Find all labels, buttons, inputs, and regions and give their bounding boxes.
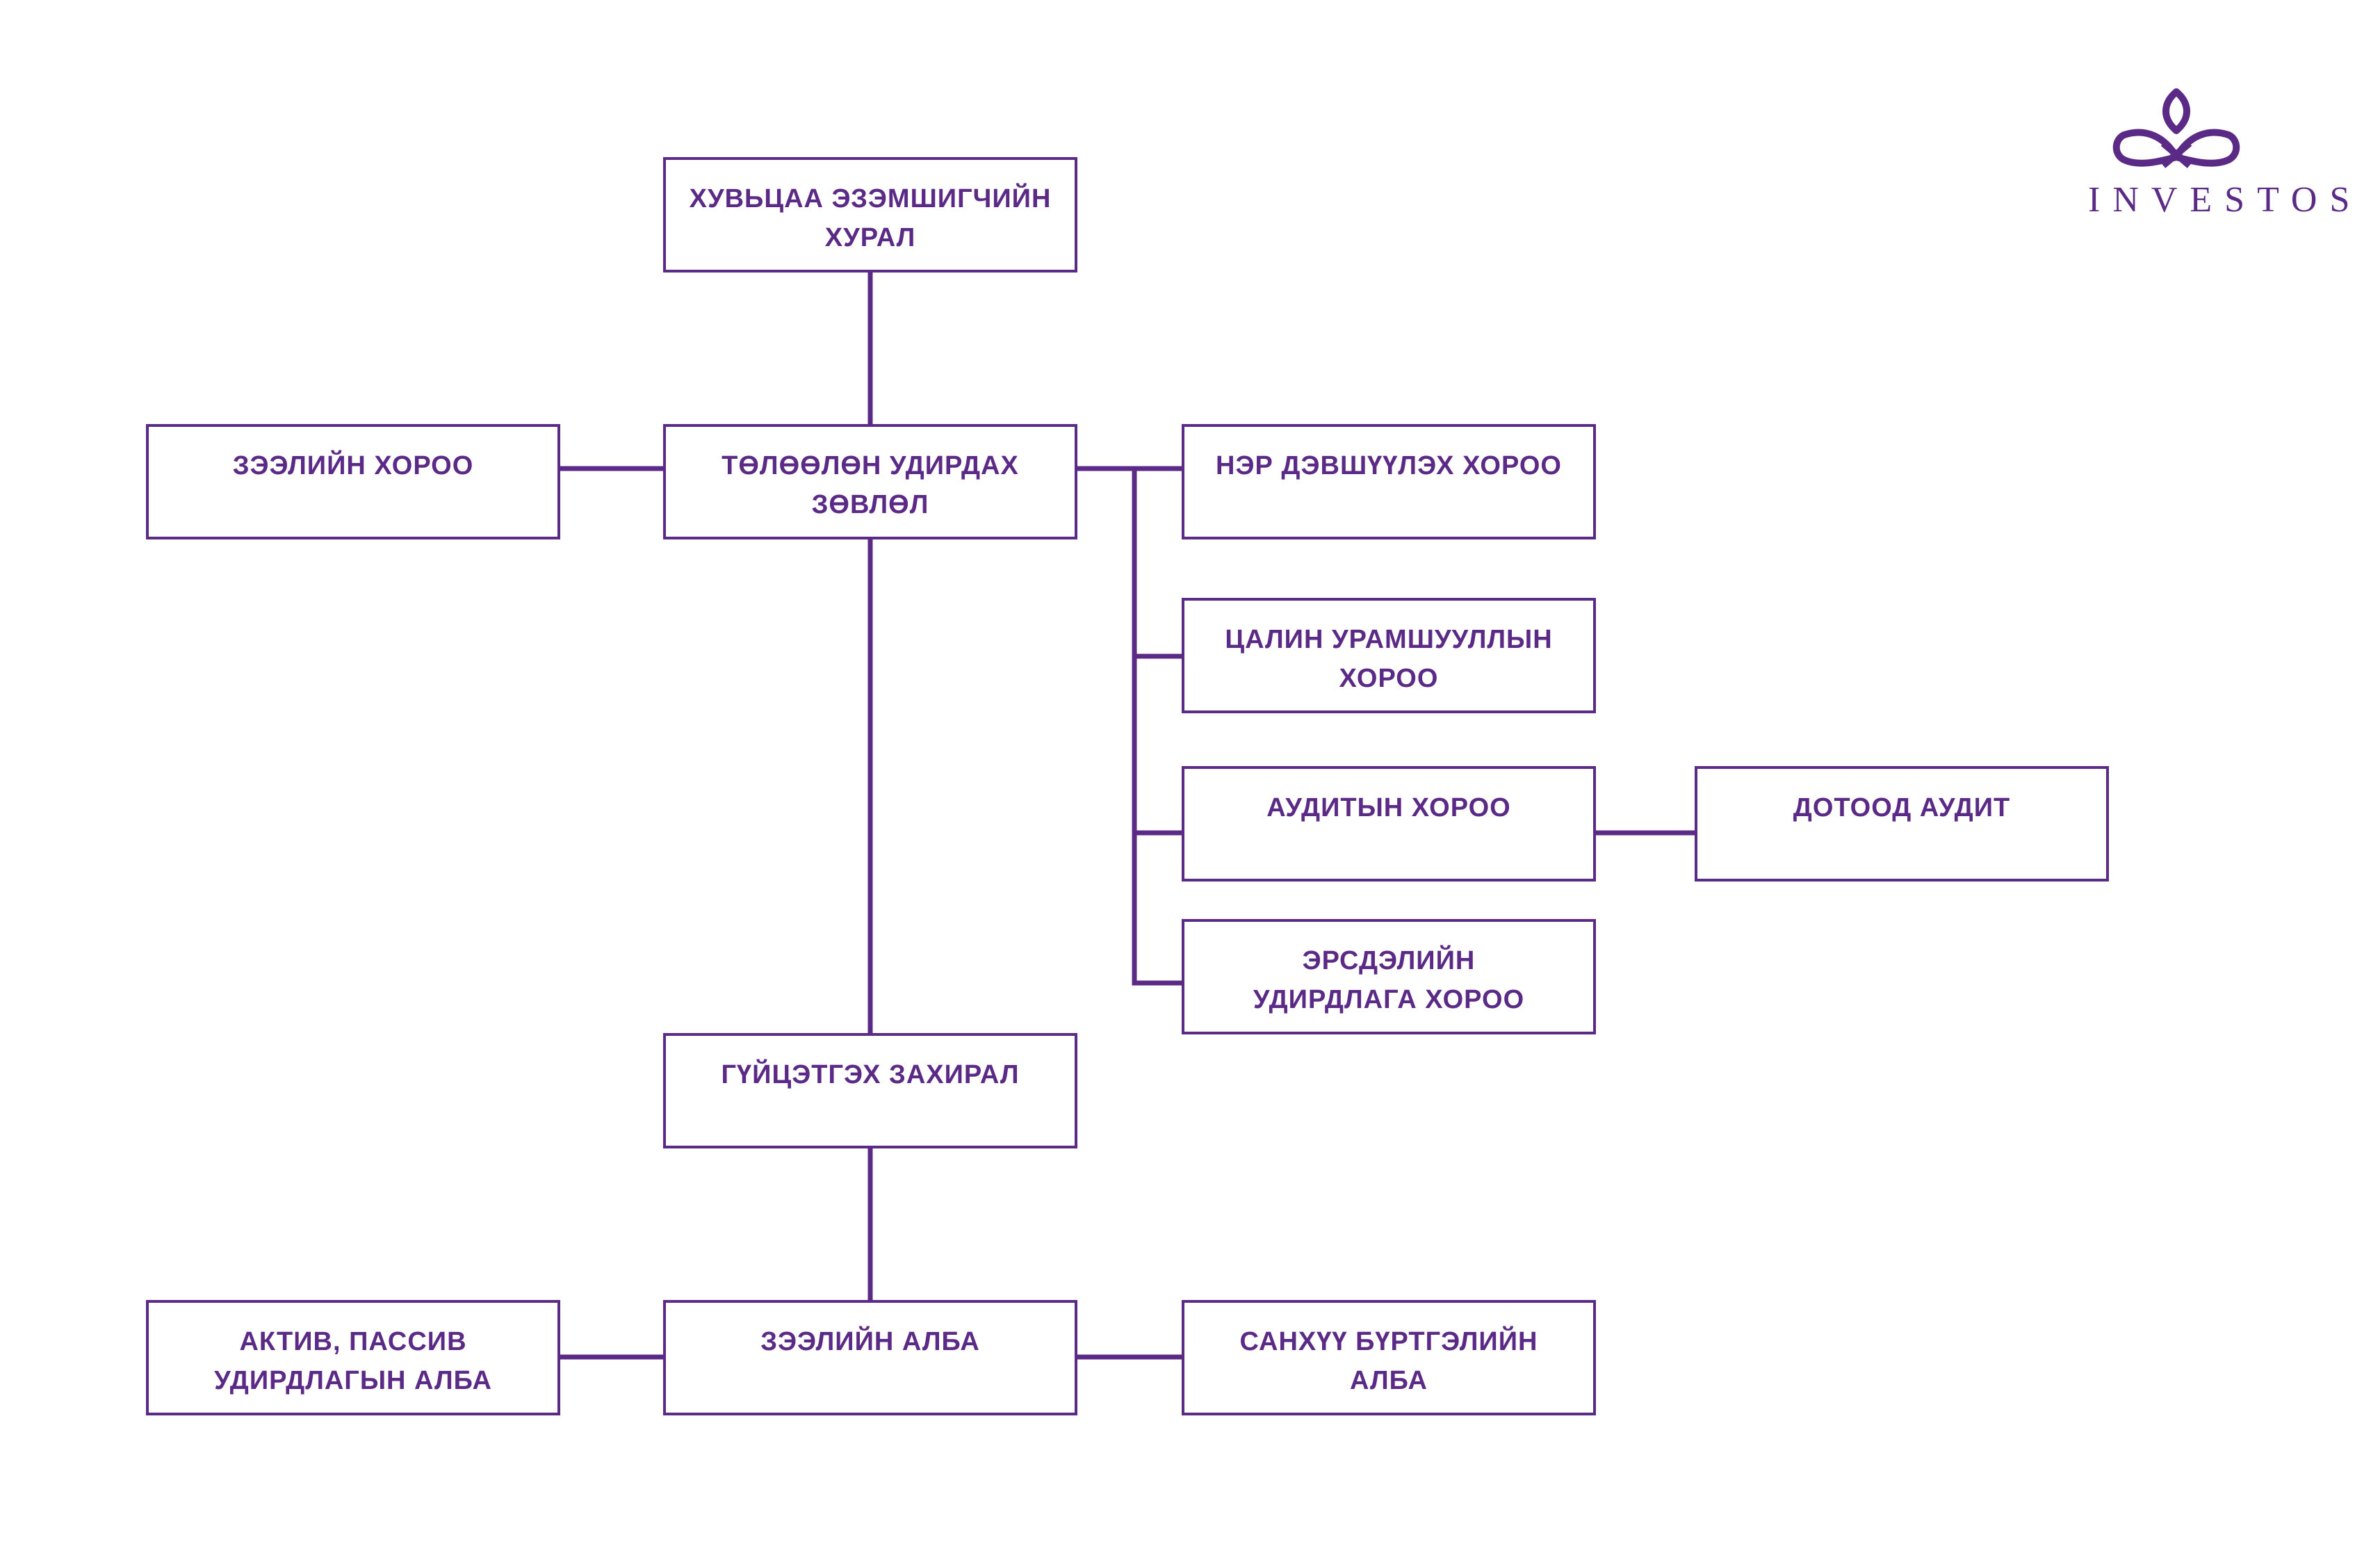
credit-department-label: ЗЭЭЛИЙН АЛБА bbox=[760, 1327, 980, 1356]
risk-committee-label: ЭРСДЭЛИЙН УДИРДЛАГА ХОРОО bbox=[1253, 946, 1525, 1014]
finance-department-label: САНХҮҮ БҮРТГЭЛИЙН АЛБА bbox=[1239, 1327, 1538, 1395]
shareholders-meeting-box: ХУВЬЦАА ЭЗЭМШИГЧИЙН ХУРАЛ bbox=[663, 157, 1077, 273]
ceo-box: ГҮЙЦЭТГЭХ ЗАХИРАЛ bbox=[663, 1033, 1077, 1148]
credit-department-box: ЗЭЭЛИЙН АЛБА bbox=[663, 1300, 1077, 1415]
board-of-directors-box: ТӨЛӨӨЛӨН УДИРДАХ ЗӨВЛӨЛ bbox=[663, 424, 1077, 539]
logo-wordmark: INVESTOS bbox=[2088, 180, 2363, 220]
risk-committee-box: ЭРСДЭЛИЙН УДИРДЛАГА ХОРОО bbox=[1182, 919, 1596, 1034]
remuneration-committee-label: ЦАЛИН УРАМШУУЛЛЫН ХОРОО bbox=[1225, 625, 1553, 693]
credit-committee-box: ЗЭЭЛИЙН ХОРОО bbox=[146, 424, 560, 539]
audit-committee-box: АУДИТЫН ХОРОО bbox=[1182, 766, 1596, 881]
investos-logo: INVESTOS bbox=[2076, 88, 2363, 229]
nomination-committee-label: НЭР ДЭВШҮҮЛЭХ ХОРОО bbox=[1216, 451, 1562, 480]
board-of-directors-label: ТӨЛӨӨЛӨН УДИРДАХ ЗӨВЛӨЛ bbox=[722, 451, 1019, 519]
alm-department-label: АКТИВ, ПАССИВ УДИРДЛАГЫН АЛБА bbox=[214, 1327, 492, 1395]
finance-department-box: САНХҮҮ БҮРТГЭЛИЙН АЛБА bbox=[1182, 1300, 1596, 1415]
alm-department-box: АКТИВ, ПАССИВ УДИРДЛАГЫН АЛБА bbox=[146, 1300, 560, 1415]
internal-audit-box: ДОТООД АУДИТ bbox=[1695, 766, 2109, 881]
lotus-logo-icon bbox=[2112, 88, 2240, 168]
remuneration-committee-box: ЦАЛИН УРАМШУУЛЛЫН ХОРОО bbox=[1182, 598, 1596, 713]
internal-audit-label: ДОТООД АУДИТ bbox=[1793, 793, 2011, 822]
shareholders-meeting-label: ХУВЬЦАА ЭЗЭМШИГЧИЙН ХУРАЛ bbox=[689, 184, 1052, 252]
nomination-committee-box: НЭР ДЭВШҮҮЛЭХ ХОРОО bbox=[1182, 424, 1596, 539]
audit-committee-label: АУДИТЫН ХОРОО bbox=[1266, 793, 1511, 822]
credit-committee-label: ЗЭЭЛИЙН ХОРОО bbox=[232, 451, 474, 480]
ceo-label: ГҮЙЦЭТГЭХ ЗАХИРАЛ bbox=[721, 1060, 1020, 1089]
